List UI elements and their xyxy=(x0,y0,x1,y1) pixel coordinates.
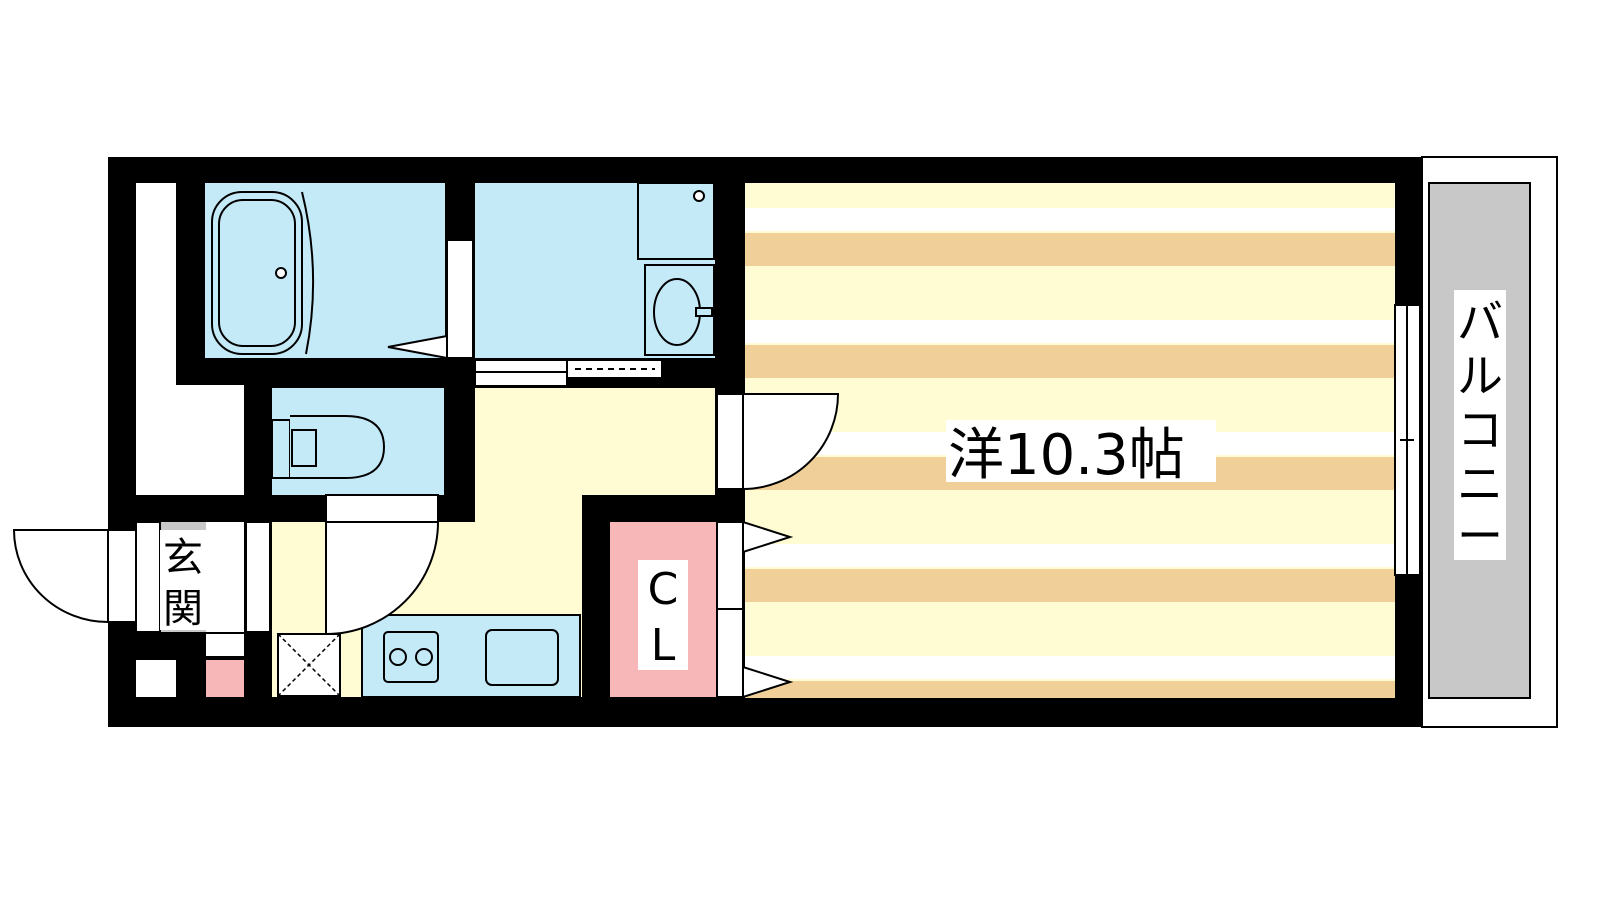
closet-label-1: C xyxy=(648,564,679,615)
entrance-door-swing-icon xyxy=(12,529,137,623)
toilet-door-swing-icon xyxy=(325,494,440,636)
closet-door-icon xyxy=(742,520,794,554)
balcony-label-3: コ xyxy=(1457,403,1503,457)
washing-machine-space-icon xyxy=(637,182,715,260)
balcony-label-4: ニ xyxy=(1457,457,1503,511)
entrance-label-2: 関 xyxy=(163,586,203,632)
shoe-storage xyxy=(206,660,244,697)
door-swing-icon xyxy=(387,334,448,360)
balcony-label-5: ー xyxy=(1457,509,1503,563)
balcony-label-1: バ xyxy=(1457,295,1503,349)
room-label: 洋10.3帖 xyxy=(948,423,1185,488)
stove-icon xyxy=(383,631,439,683)
room-door-swing-icon xyxy=(716,393,840,491)
laundry-pan-icon xyxy=(277,633,341,697)
washbasin-icon xyxy=(644,264,715,356)
closet-label-2: L xyxy=(651,620,676,671)
balcony-label-2: ル xyxy=(1457,349,1503,403)
toilet-icon xyxy=(271,415,386,479)
bathtub-icon xyxy=(211,191,315,355)
sink-icon xyxy=(485,629,559,686)
entrance-label-1: 玄 xyxy=(163,535,203,581)
